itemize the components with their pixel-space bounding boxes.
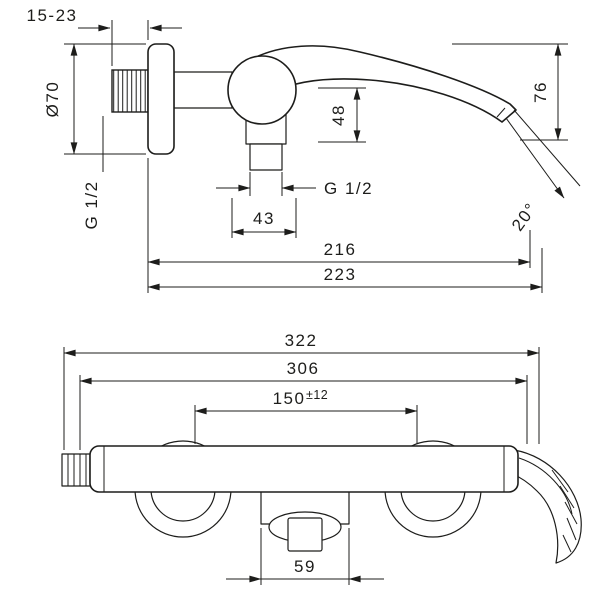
left-connector	[61, 453, 91, 487]
dim-body-width: 306	[79, 359, 528, 450]
dim-body-width-label: 306	[287, 359, 320, 378]
dim-outlet-thread: G 1/2	[216, 172, 373, 198]
dim-escutcheon-diameter-label: Ø70	[43, 81, 62, 118]
dim-overall-width-label: 322	[285, 331, 318, 350]
aerator	[287, 517, 323, 552]
dim-overall-depth: 223	[147, 248, 543, 293]
dim-inlet-thread: G 1/2	[82, 116, 104, 230]
dim-overall-width: 322	[63, 331, 540, 450]
dim-outlet-offset-label: 43	[253, 209, 275, 228]
mixer-bar	[89, 445, 519, 493]
dim-overall-height-label: 76	[531, 81, 550, 103]
left-connector-threads	[67, 454, 87, 486]
dim-wall-depth-label: 15-23	[27, 6, 78, 25]
dim-overall-depth-label: 223	[324, 265, 357, 284]
handle-pivot	[227, 55, 297, 125]
wall-escutcheon	[147, 43, 175, 155]
faucet-front-geometry	[61, 440, 582, 564]
dim-stream-angle-label: 20°	[508, 199, 541, 235]
front-view: 322 306 150 ±12 59	[61, 331, 582, 585]
dim-spout-reach: 216	[147, 158, 531, 293]
lever-handle	[511, 449, 582, 564]
lever-handle-inner-curve	[518, 457, 573, 515]
body-arm	[173, 71, 233, 109]
dim-connection-tolerance-label: ±12	[306, 388, 328, 402]
dim-spout-height: 48	[318, 87, 366, 143]
spout-tip-detail	[496, 107, 506, 118]
dim-outlet-thread-label: G 1/2	[324, 179, 373, 198]
dim-stream-angle: 20°	[505, 109, 581, 235]
lever-handle-hatch	[551, 469, 578, 553]
dim-spout-height-label: 48	[329, 104, 348, 126]
wall-union-thread	[111, 69, 149, 113]
dim-escutcheon-diameter: Ø70	[43, 43, 146, 155]
side-view: 15-23 Ø70 G 1/2 48	[27, 6, 581, 293]
faucet-side-geometry	[111, 43, 517, 171]
spout	[249, 45, 517, 123]
dim-outlet-width: 59	[226, 528, 384, 585]
dim-spout-reach-label: 216	[324, 240, 357, 259]
bottom-outlet	[249, 143, 283, 171]
dim-connection-distance-label: 150	[273, 389, 306, 408]
dim-outlet-offset: 43	[231, 198, 297, 238]
dim-wall-depth: 15-23	[27, 6, 182, 66]
dim-connection-distance: 150 ±12	[194, 388, 418, 444]
dim-inlet-thread-label: G 1/2	[82, 180, 101, 229]
dim-overall-height: 76	[452, 43, 568, 141]
dim-outlet-width-label: 59	[294, 557, 316, 576]
